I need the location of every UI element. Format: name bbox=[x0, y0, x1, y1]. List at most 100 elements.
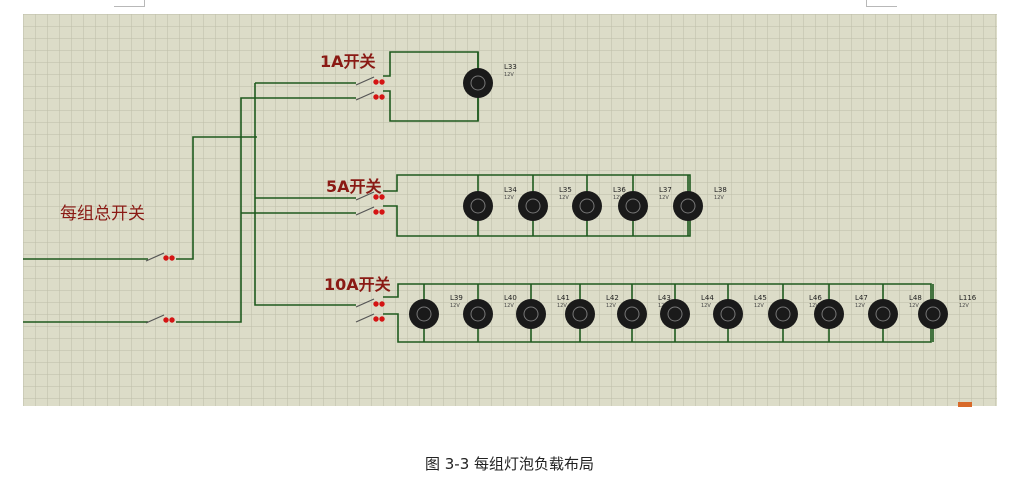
bulb-ref-label: L37 bbox=[659, 186, 672, 194]
bulb-value-label: 12V bbox=[701, 303, 711, 309]
bulb-body bbox=[618, 191, 648, 221]
bulb-body bbox=[572, 191, 602, 221]
bulb-body bbox=[814, 299, 844, 329]
bulb-body bbox=[868, 299, 898, 329]
switch-terminal bbox=[379, 209, 385, 215]
bulb-filament bbox=[875, 306, 891, 322]
bulb-body bbox=[409, 299, 439, 329]
bulb-body bbox=[660, 299, 690, 329]
bulb-body bbox=[516, 299, 546, 329]
switch bbox=[355, 191, 385, 201]
bulb-filament bbox=[470, 198, 486, 214]
bulb-body bbox=[713, 299, 743, 329]
switch-blade bbox=[355, 313, 375, 323]
switch-terminal bbox=[373, 301, 379, 307]
group-1a-label: 1A开关 bbox=[320, 52, 376, 71]
wire bbox=[176, 136, 257, 260]
bulb-value-label: 12V bbox=[504, 72, 514, 78]
bulb-ref-label: L44 bbox=[701, 294, 714, 302]
wire bbox=[383, 174, 691, 194]
bulb-filament bbox=[470, 306, 486, 322]
switch-terminal bbox=[379, 301, 385, 307]
switch-terminal bbox=[163, 317, 169, 323]
switch bbox=[145, 314, 175, 324]
bulb-body bbox=[463, 299, 493, 329]
switch-terminal bbox=[373, 94, 379, 100]
bulb-filament bbox=[470, 75, 486, 91]
switch-blade bbox=[355, 298, 375, 308]
bulb-ref-label: L34 bbox=[504, 186, 517, 194]
bulb-ref-label: L36 bbox=[613, 186, 626, 194]
switches bbox=[145, 76, 385, 324]
switch-blade bbox=[145, 314, 165, 324]
master-switch-label: 每组总开关 bbox=[60, 204, 145, 224]
wire bbox=[383, 283, 932, 300]
switch-terminal bbox=[373, 79, 379, 85]
switch-terminal bbox=[373, 316, 379, 322]
switch bbox=[145, 252, 175, 262]
bulb-ref-label: L35 bbox=[559, 186, 572, 194]
page-corner-mark bbox=[114, 0, 145, 7]
switch bbox=[355, 206, 385, 216]
bulb-ref-label: L41 bbox=[557, 294, 570, 302]
switch bbox=[355, 298, 385, 308]
switch bbox=[355, 313, 385, 323]
bulb-ref-label: L46 bbox=[809, 294, 822, 302]
figure-caption: 图 3-3 每组灯泡负载布局 bbox=[424, 455, 595, 473]
switch bbox=[355, 91, 385, 101]
switch-terminal bbox=[169, 317, 175, 323]
bulb-value-label: 12V bbox=[504, 195, 514, 201]
switch-blade bbox=[355, 91, 375, 101]
page-corner-mark bbox=[866, 0, 897, 7]
bulb-value-label: 12V bbox=[606, 303, 616, 309]
switch-blade bbox=[355, 191, 375, 201]
bulb-body bbox=[673, 191, 703, 221]
bulb-ref-label: L43 bbox=[658, 294, 671, 302]
schematic-grid bbox=[23, 14, 997, 406]
bulb-value-label: 12V bbox=[754, 303, 764, 309]
wires bbox=[23, 51, 932, 343]
bulb-filament bbox=[523, 306, 539, 322]
bulb-filament bbox=[720, 306, 736, 322]
bulb-ref-label: L48 bbox=[909, 294, 922, 302]
switch-blade bbox=[355, 206, 375, 216]
bulb-ref-label: L40 bbox=[504, 294, 517, 302]
switch-terminal bbox=[163, 255, 169, 261]
bulb-value-label: 12V bbox=[659, 195, 669, 201]
wire bbox=[383, 313, 932, 343]
bulb-value-label: 12V bbox=[855, 303, 865, 309]
group-5a-label: 5A开关 bbox=[326, 177, 382, 196]
bulb-body bbox=[617, 299, 647, 329]
bulb-value-label: 12V bbox=[959, 303, 969, 309]
switch-terminal bbox=[379, 79, 385, 85]
bulb-value-label: 12V bbox=[613, 195, 623, 201]
bulb-ref-label: L42 bbox=[606, 294, 619, 302]
switch-terminal bbox=[379, 316, 385, 322]
bulb-ref-label: L39 bbox=[450, 294, 463, 302]
bulb-value-label: 12V bbox=[809, 303, 819, 309]
switch-terminal bbox=[373, 209, 379, 215]
bulb-value-label: 12V bbox=[557, 303, 567, 309]
bulb-filament bbox=[579, 198, 595, 214]
bulb-ref-label: L38 bbox=[714, 186, 727, 194]
switch-blade bbox=[355, 76, 375, 86]
bulb-filament bbox=[667, 306, 683, 322]
bulb-ref-label: L116 bbox=[959, 294, 977, 302]
group-10a-label: 10A开关 bbox=[324, 275, 391, 294]
corner-marker bbox=[958, 402, 972, 407]
switch-terminal bbox=[169, 255, 175, 261]
